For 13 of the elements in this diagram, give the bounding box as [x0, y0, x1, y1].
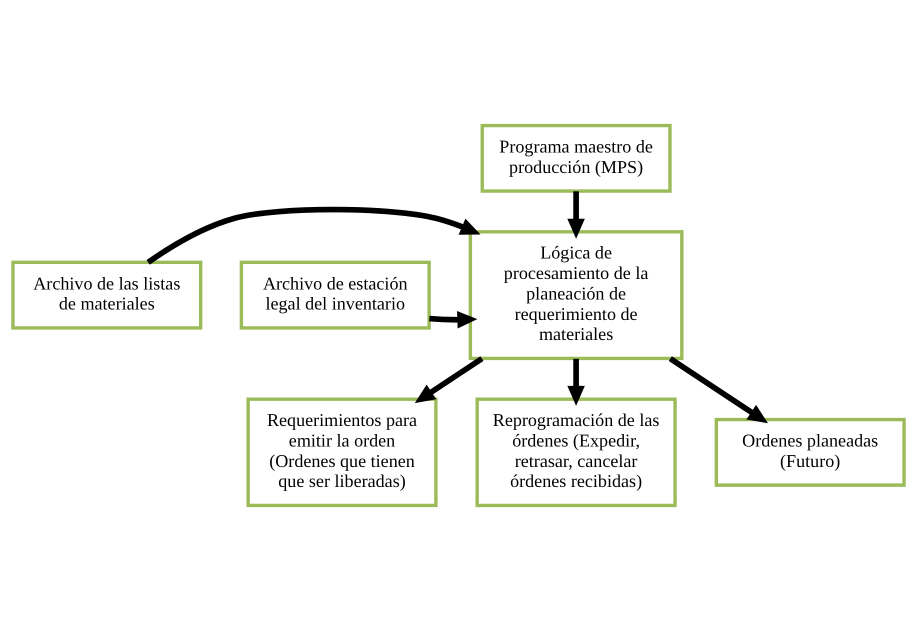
node-box: Archivo de las listas de materiales [11, 260, 202, 330]
node-box: Lógica de procesamiento de la planeación de requerimiento de materiales [468, 230, 684, 360]
arrow [567, 190, 585, 238]
node-box: Ordenes planeadas (Futuro) [714, 417, 906, 486]
node-box: Programa maestro de producción (MPS) [480, 123, 672, 192]
node-box: Requerimientos para emitir la orden (Ordenes que tienen que ser liberadas) [246, 396, 438, 507]
node-box: Reprogramación de las órdenes (Expedir, retrasar, cancelar órdenes recibidas) [475, 396, 677, 507]
node-box: Archivo de estación legal del inventario [240, 260, 431, 330]
arrow [567, 358, 585, 406]
arrow [146, 206, 480, 264]
arrow [668, 356, 768, 423]
arrow [414, 356, 484, 403]
arrow [429, 310, 478, 328]
